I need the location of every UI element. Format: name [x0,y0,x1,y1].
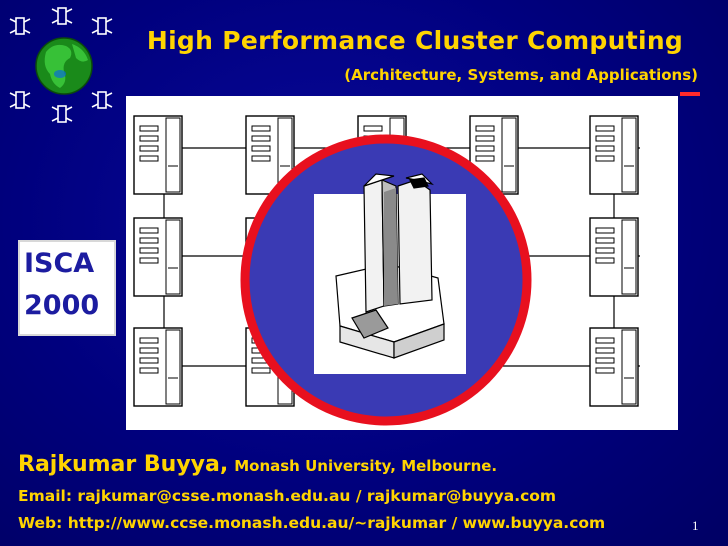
web-line: Web: http://www.ccse.monash.edu.au/~rajk… [18,514,606,532]
supercomputer-circle [240,134,532,426]
chip-icon-tm [51,7,73,25]
conference-badge: ISCA 2000 [18,240,116,336]
slide-title: High Performance Cluster Computing [146,26,684,55]
chip-icon-br [91,91,113,109]
author-name: Rajkumar Buyya, [18,452,229,477]
cluster-node-icon [589,217,639,297]
title-underline-accent [680,92,700,96]
cluster-figure [126,96,678,430]
chip-icon-bl [9,91,31,109]
cluster-node-icon [133,217,183,297]
globe-icon [35,37,93,95]
page-number: 1 [692,518,699,533]
cluster-node-icon [133,115,183,195]
email-line: Email: rajkumar@csse.monash.edu.au / raj… [18,487,557,505]
supercomputer-icon [335,173,445,359]
globe-network-logo [9,7,113,123]
cluster-node-icon [589,115,639,195]
cluster-node-icon [589,327,639,407]
chip-icon-tr [91,17,113,35]
chip-icon-tl [9,17,31,35]
slide-subtitle: (Architecture, Systems, and Applications… [344,66,698,84]
badge-line-2: 2000 [24,290,100,321]
author-affiliation: Monash University, Melbourne. [234,457,498,475]
cluster-diagram [133,115,640,426]
cluster-node-icon [133,327,183,407]
chip-icon-bm [51,105,73,123]
badge-line-1: ISCA [24,248,95,279]
author-block: Rajkumar Buyya, Monash University, Melbou… [18,452,497,477]
